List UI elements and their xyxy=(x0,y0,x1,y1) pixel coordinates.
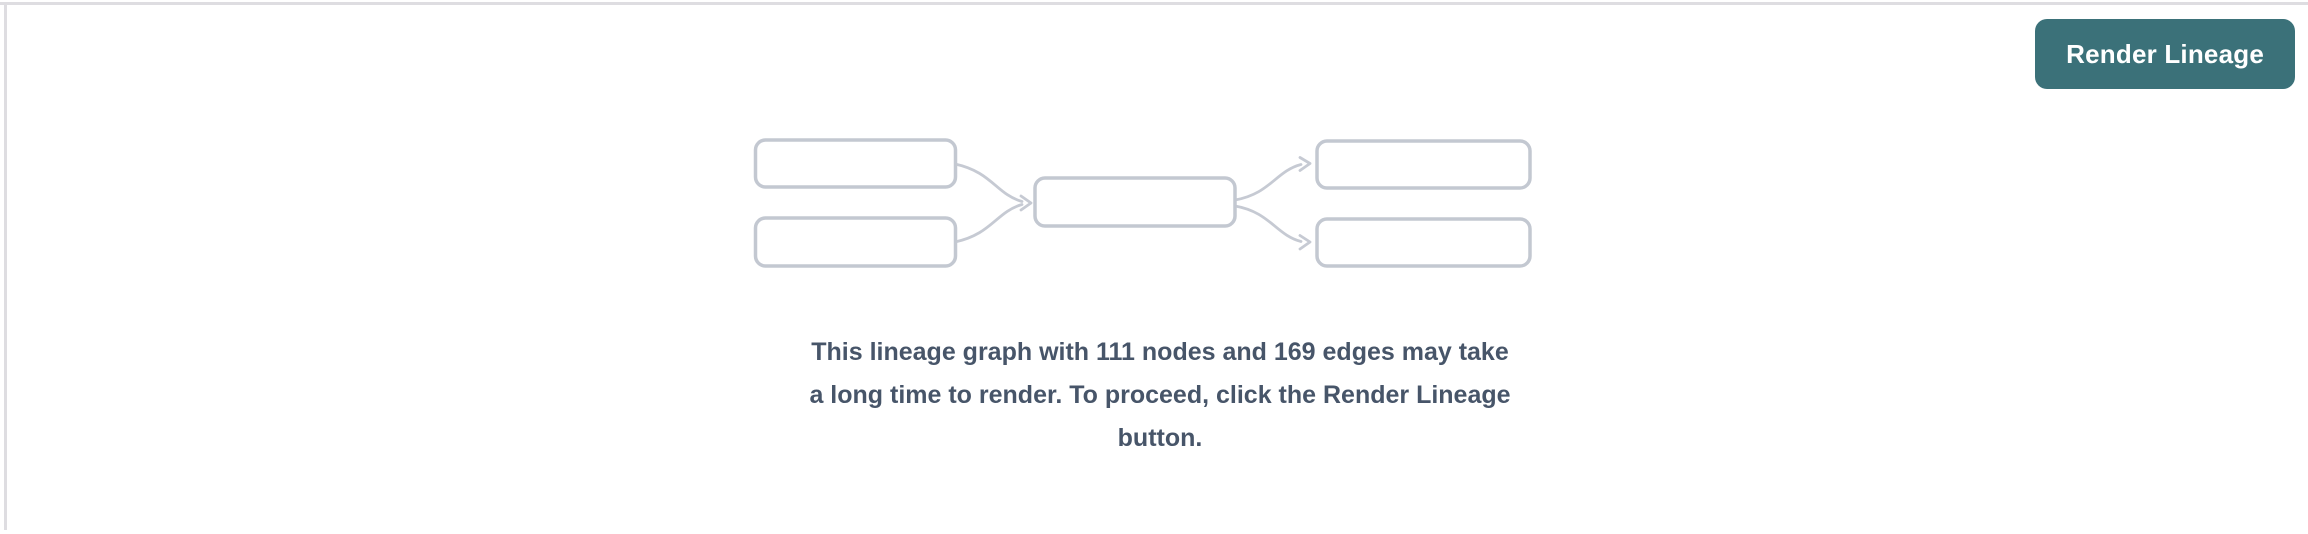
lineage-placeholder-diagram xyxy=(6,115,2308,295)
lineage-node-target-top xyxy=(1315,139,1532,190)
lineage-node-target-bottom xyxy=(1315,217,1532,268)
lineage-edge-topleft-to-center xyxy=(953,162,1024,203)
lineage-edge-center-to-topright xyxy=(1233,163,1303,202)
render-warning-line: button. xyxy=(1117,424,1203,452)
render-warning-line: a long time to render. To proceed, click… xyxy=(809,381,1511,409)
lineage-edge-center-to-bottomright xyxy=(1233,204,1303,243)
render-warning-line: This lineage graph with 111 nodes and 16… xyxy=(811,338,1509,366)
lineage-placeholder-graphic xyxy=(753,138,1532,268)
lineage-node-source-bottom xyxy=(753,216,958,268)
panel-top-border xyxy=(0,2,2308,5)
panel-left-border xyxy=(4,2,7,530)
lineage-node-center xyxy=(1033,176,1237,228)
render-warning-message: This lineage graph with 111 nodes and 16… xyxy=(6,331,2308,460)
render-lineage-button[interactable]: Render Lineage xyxy=(2035,19,2295,89)
lineage-edge-bottomleft-to-center xyxy=(953,203,1024,244)
arrowhead-icon xyxy=(1298,234,1312,251)
arrowhead-icon xyxy=(1019,194,1033,212)
arrowhead-icon xyxy=(1298,156,1312,172)
lineage-node-source-top xyxy=(753,138,958,189)
